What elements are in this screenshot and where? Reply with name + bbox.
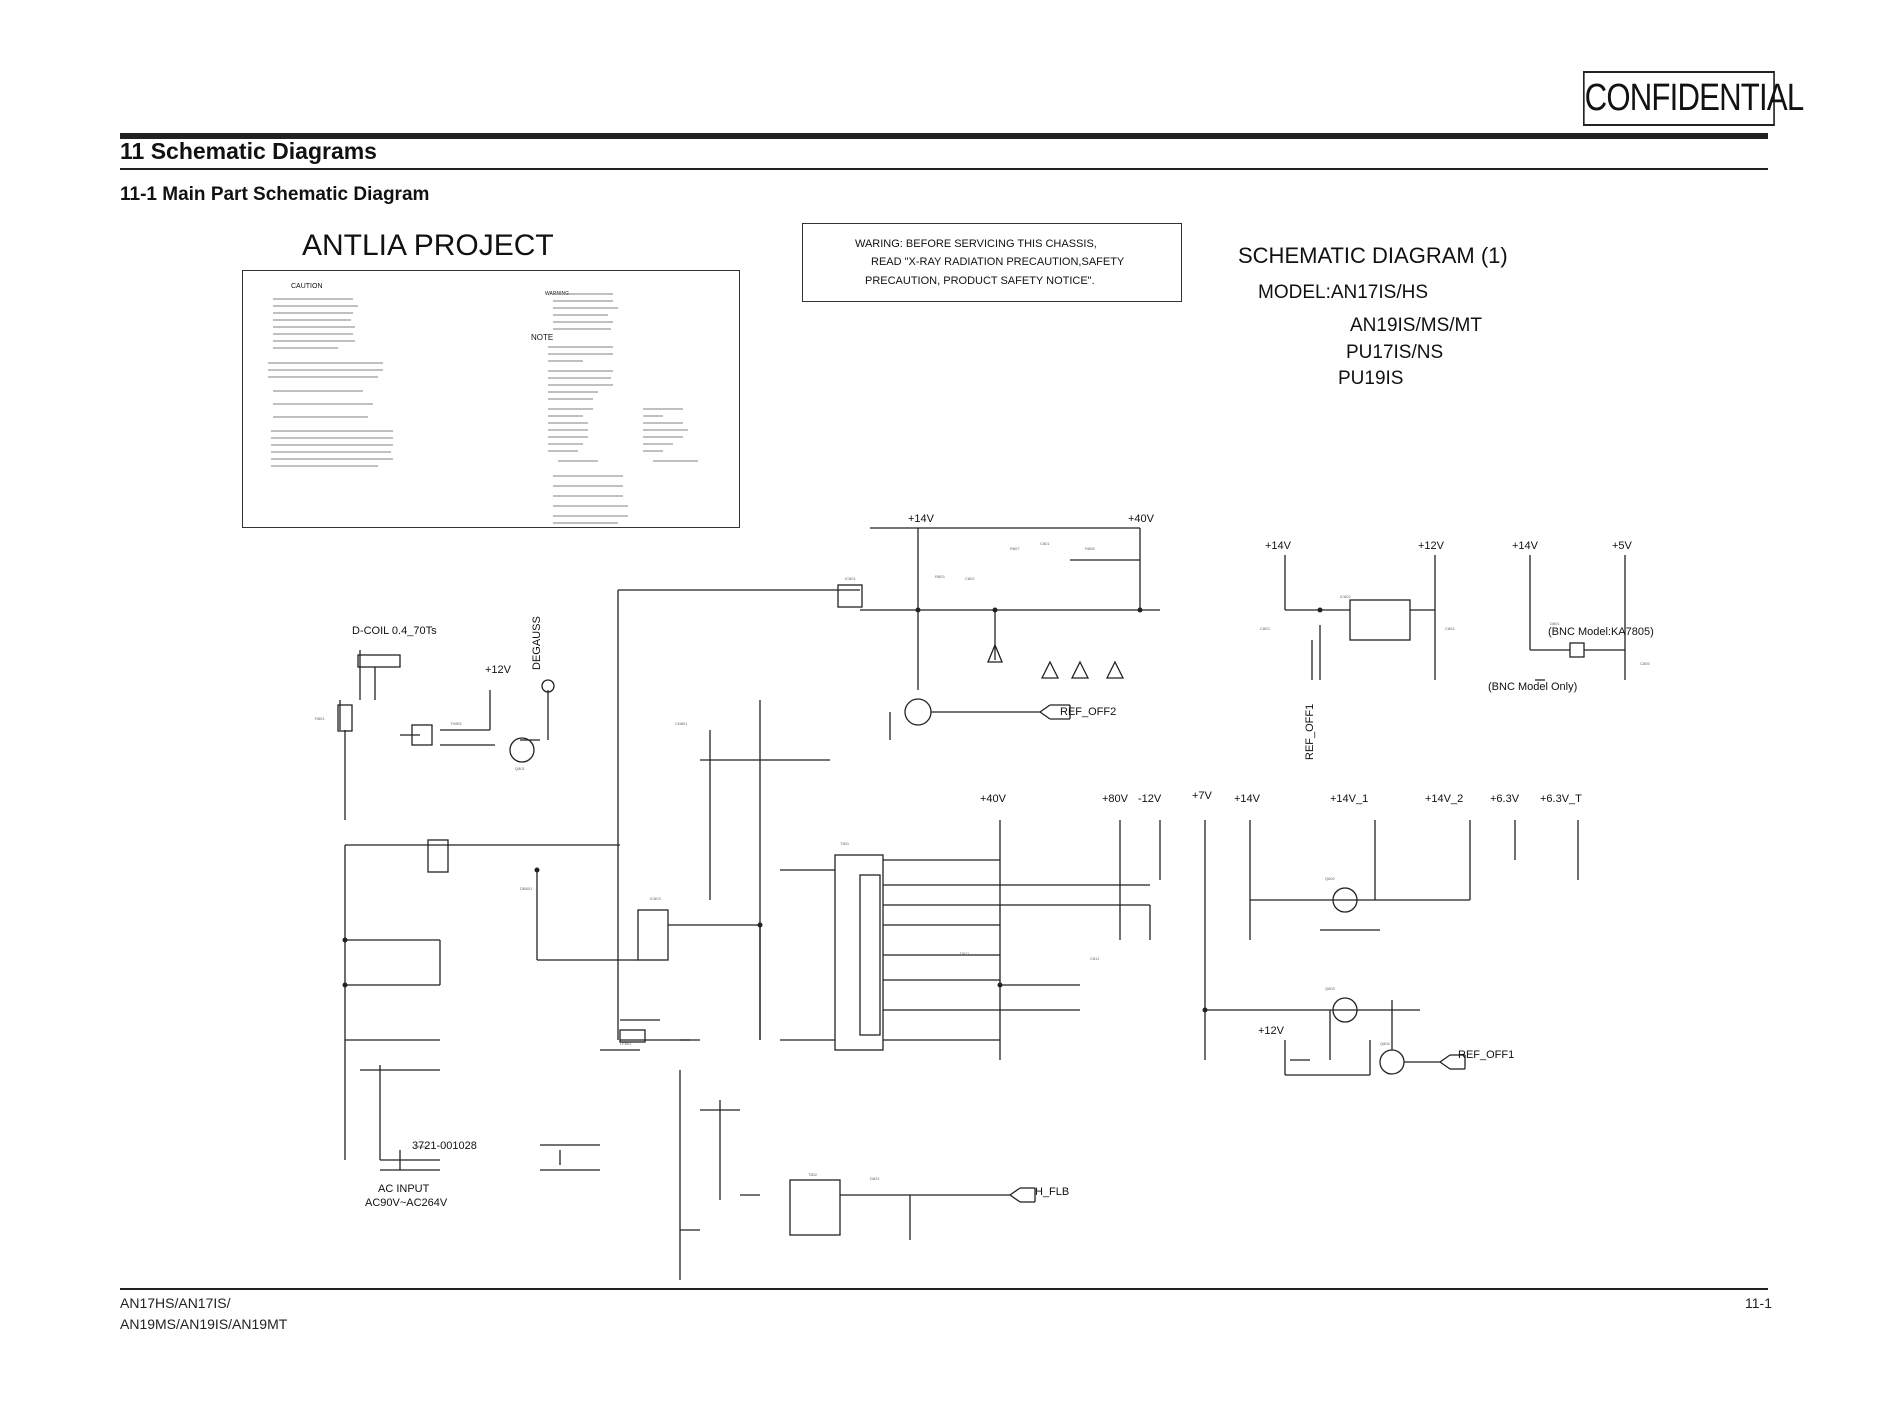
svg-text:Q803: Q803	[1325, 986, 1336, 991]
svg-text:D811: D811	[960, 951, 970, 956]
net-label-rail-14v-1: +14V_1	[1330, 793, 1369, 805]
svg-text:C805: C805	[1640, 661, 1650, 666]
svg-text:Q804: Q804	[1380, 1041, 1391, 1046]
svg-text:T802: T802	[808, 1172, 818, 1177]
svg-text:C803: C803	[1260, 626, 1270, 631]
svg-text:LF801: LF801	[620, 1041, 632, 1046]
svg-text:TH801: TH801	[450, 721, 463, 726]
ac-input-label: AC INPUT	[378, 1183, 430, 1195]
net-label-p12v-bottom: +12V	[1258, 1025, 1284, 1037]
net-label-h-flb: H_FLB	[1035, 1186, 1070, 1198]
net-label-dcoil: D-COIL 0.4_70Ts	[352, 625, 437, 637]
project-title: ANTLIA PROJECT	[302, 229, 554, 262]
net-label-p12v-a: +12V	[1418, 540, 1444, 552]
page-number: 11-1	[1745, 1295, 1772, 1311]
svg-text:C804: C804	[1445, 626, 1455, 631]
svg-text:D801: D801	[1550, 621, 1560, 626]
warning-line-3: PRECAUTION, PRODUCT SAFETY NOTICE".	[865, 275, 1095, 287]
net-label-rail-80v: +80V	[1102, 793, 1128, 805]
svg-text:IC802: IC802	[1340, 594, 1351, 599]
ac-range-label: AC90V~AC264V	[365, 1197, 448, 1209]
net-label-rail-6-3v-t: +6.3V_T	[1540, 793, 1582, 805]
svg-text:C811: C811	[1090, 956, 1100, 961]
svg-text:T801: T801	[840, 841, 850, 846]
svg-text:R808: R808	[1085, 546, 1095, 551]
schematic-title: SCHEMATIC DIAGRAM (1)	[1238, 243, 1508, 268]
caution-heading: CAUTION	[291, 283, 323, 290]
footer-models-line-1: AN17HS/AN17IS/	[120, 1295, 231, 1311]
svg-text:C801: C801	[1040, 541, 1050, 546]
net-label-ref-off1-vertical: REF_OFF1	[1304, 703, 1316, 760]
confidential-stamp: CONFIDENTIAL	[1583, 71, 1804, 126]
net-label-p40v-top: +40V	[1128, 513, 1154, 525]
svg-text:DB801: DB801	[520, 886, 533, 891]
svg-text:D821: D821	[870, 1176, 880, 1181]
net-label-rail-7v: +7V	[1192, 790, 1212, 802]
svg-text:IC803: IC803	[650, 896, 661, 901]
warning-line-2: READ "X-RAY RADIATION PRECAUTION,SAFETY	[871, 256, 1125, 268]
part-number: 3721-001028	[412, 1140, 477, 1152]
svg-text:IC801: IC801	[845, 576, 856, 581]
net-label-ref-off2: REF_OFF2	[1060, 706, 1117, 718]
footer-rule	[120, 1288, 1768, 1290]
svg-text:Q801: Q801	[515, 766, 526, 771]
footer-models-line-2: AN19MS/AN19IS/AN19MT	[120, 1316, 288, 1332]
model-line-3: PU17IS/NS	[1346, 342, 1444, 363]
note-heading: NOTE	[531, 333, 554, 342]
svg-text:R801: R801	[315, 716, 325, 721]
header-underline	[120, 168, 1768, 170]
net-label-rail-6-3v: +6.3V	[1490, 793, 1520, 805]
net-label-rail-40v: +40V	[980, 793, 1006, 805]
net-label-p12v-left: +12V	[485, 664, 511, 676]
header-rule	[120, 133, 1768, 139]
model-line-2: AN19IS/MS/MT	[1350, 315, 1482, 336]
model-line-4: PU19IS	[1338, 368, 1404, 389]
net-label-rail-m12v: -12V	[1138, 793, 1162, 805]
svg-text:C802: C802	[965, 576, 975, 581]
svg-text:CN801: CN801	[675, 721, 688, 726]
svg-text:CN802: CN802	[415, 1144, 428, 1149]
caution-notes-box: CAUTION WARNING NOTE	[242, 270, 740, 528]
warning-box: WARING: BEFORE SERVICING THIS CHASSIS, R…	[802, 223, 1182, 302]
net-label-p5v: +5V	[1612, 540, 1632, 552]
model-line-1: MODEL:AN17IS/HS	[1258, 282, 1428, 303]
svg-text:R807: R807	[1010, 546, 1020, 551]
section-title: 11 Schematic Diagrams	[120, 138, 377, 164]
fine-print-lines	[268, 293, 698, 524]
subsection-title: 11-1 Main Part Schematic Diagram	[120, 184, 430, 205]
net-label-rail-14v-2: +14V_2	[1425, 793, 1464, 805]
net-label-degauss: DEGAUSS	[531, 616, 543, 670]
net-label-p14v-top: +14V	[908, 513, 934, 525]
net-label-ref-off1: REF_OFF1	[1458, 1049, 1515, 1061]
net-label-p14v-a: +14V	[1265, 540, 1291, 552]
net-label-bnc-ka7805: (BNC Model:KA7805)	[1548, 626, 1654, 638]
warning-line-1: WARING: BEFORE SERVICING THIS CHASSIS,	[855, 238, 1097, 250]
svg-text:R803: R803	[935, 574, 945, 579]
svg-text:Q802: Q802	[1325, 876, 1336, 881]
net-label-p14v-b: +14V	[1512, 540, 1538, 552]
net-label-rail-14v: +14V	[1234, 793, 1260, 805]
net-label-bnc-only: (BNC Model Only)	[1488, 681, 1578, 693]
